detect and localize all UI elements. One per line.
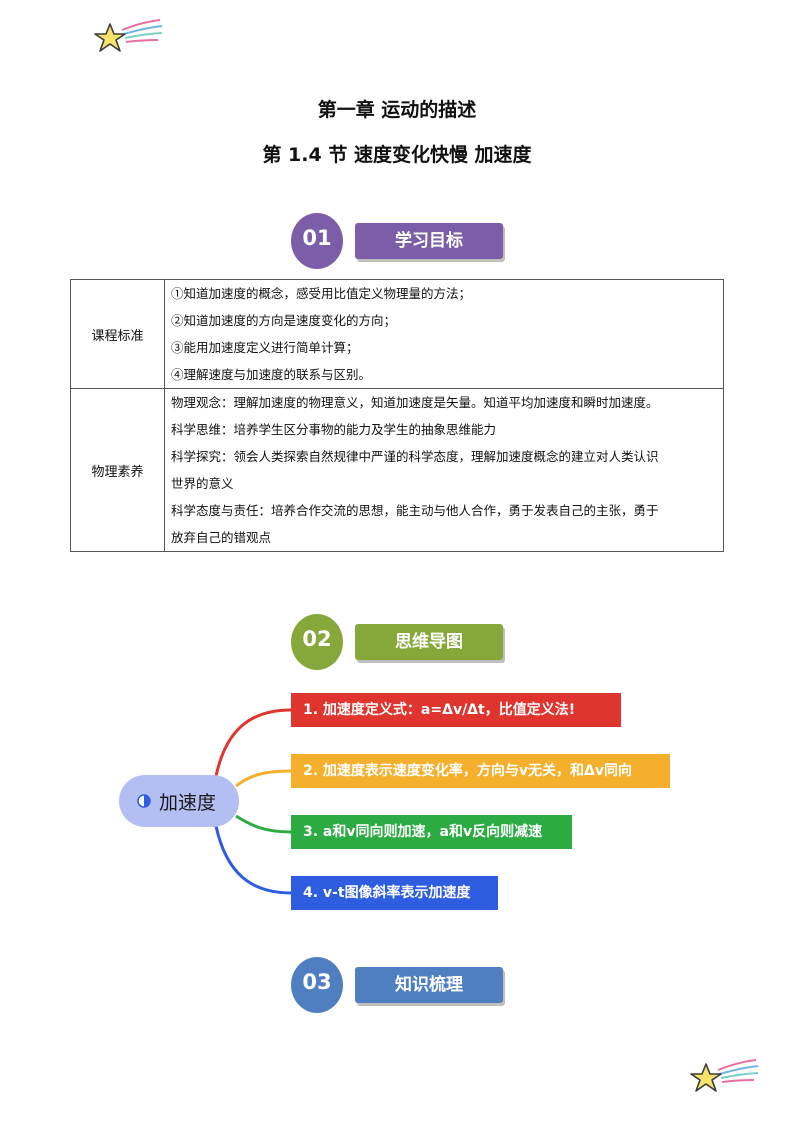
table-line: ④理解速度与加速度的联系与区别。 [171,367,372,382]
section-number: 01 [302,226,332,250]
table-line: 物理观念：理解加速度的物理意义，知道加速度是矢量。知道平均加速度和瞬时加速度。 [171,395,659,410]
connector-blue [214,825,292,895]
connector-red [214,708,292,777]
table-line: 科学态度与责任：培养合作交流的思想，能主动与他人合作，勇于发表自己的主张，勇于 [171,503,659,518]
section-number: 02 [302,627,332,651]
mind-map-center: 加速度 [119,775,239,827]
table-row: 课程标准 ①知道加速度的概念，感受用比值定义物理量的方法； ②知道加速度的方向是… [70,279,724,389]
table-row: 物理素养 物理观念：理解加速度的物理意义，知道加速度是矢量。知道平均加速度和瞬时… [70,388,724,552]
section-number-badge [291,614,343,670]
mind-map-branch-4: 4. v-t图像斜率表示加速度 [291,876,498,910]
section-number: 03 [302,970,332,994]
shooting-star-icon [94,19,163,52]
shooting-star-icon [690,1059,759,1092]
row-header-literacy: 物理素养 [70,388,165,552]
table-line: ①知道加速度的概念，感受用比值定义物理量的方法； [171,286,472,301]
mind-map-branch-1: 1. 加速度定义式：a=Δv/Δt，比值定义法! [291,693,621,727]
table-line: 放弃自己的错观点 [171,530,272,545]
mind-map-branch-3: 3. a和v同向则加速，a和v反向则减速 [291,815,572,849]
table-line: ③能用加速度定义进行简单计算； [171,340,359,355]
mind-map-branch-2: 2. 加速度表示速度变化率，方向与v无关，和Δv同向 [291,754,670,788]
half-circle-icon [137,794,151,808]
section-label: 知识梳理 [355,967,503,1003]
section-label: 学习目标 [355,223,503,259]
table-line: 科学探究：领会人类探索自然规律中严谨的科学态度，理解加速度概念的建立对人类认识 [171,449,659,464]
mind-map-center-label: 加速度 [159,792,217,814]
section-title: 第 1.4 节 速度变化快慢 加速度 [262,144,532,166]
table-line: 科学思维：培养学生区分事物的能力及学生的抽象思维能力 [171,422,497,437]
row-content-literacy: 物理观念：理解加速度的物理意义，知道加速度是矢量。知道平均加速度和瞬时加速度。 … [164,388,724,552]
connector-green [235,814,292,834]
chapter-title: 第一章 运动的描述 [317,99,477,121]
learning-goals-table: 课程标准 ①知道加速度的概念，感受用比值定义物理量的方法； ②知道加速度的方向是… [70,279,724,552]
connector-orange [235,769,292,788]
row-header-curriculum: 课程标准 [70,279,165,389]
table-line: 世界的意义 [171,476,234,491]
row-content-curriculum: ①知道加速度的概念，感受用比值定义物理量的方法； ②知道加速度的方向是速度变化的… [164,279,724,389]
section-label: 思维导图 [355,624,503,660]
section-number-badge [291,213,343,269]
table-line: ②知道加速度的方向是速度变化的方向； [171,313,397,328]
section-number-badge [291,957,343,1013]
